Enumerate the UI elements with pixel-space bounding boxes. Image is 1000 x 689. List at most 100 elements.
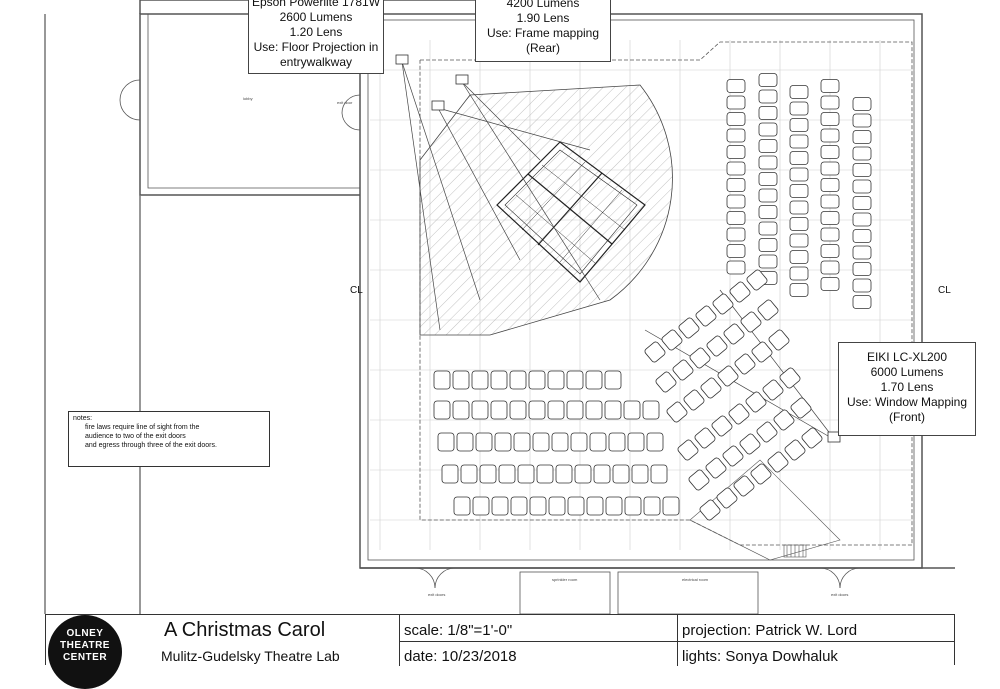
scale-label: scale: — [404, 622, 444, 639]
seat — [789, 167, 809, 182]
seat — [726, 211, 746, 225]
seat — [604, 370, 622, 390]
seat — [677, 439, 699, 461]
label-exit-door: exit door — [337, 100, 353, 105]
seat — [773, 409, 795, 431]
seat — [801, 427, 823, 449]
seat — [585, 370, 603, 390]
seat — [456, 432, 474, 452]
seat — [726, 145, 746, 159]
seat — [767, 451, 789, 473]
seat — [624, 496, 642, 516]
label-sprinkler-room: sprinkler room — [552, 577, 578, 582]
seat — [433, 370, 451, 390]
seat — [586, 496, 604, 516]
seat — [820, 244, 840, 258]
seat — [745, 391, 767, 413]
seat — [820, 145, 840, 159]
seat — [666, 401, 688, 423]
seat — [757, 299, 779, 321]
seat — [509, 370, 527, 390]
seat — [694, 427, 716, 449]
seat — [852, 179, 872, 194]
seat — [441, 464, 459, 484]
seat — [688, 469, 710, 491]
logo-line: CENTER — [62, 652, 108, 663]
seat — [712, 293, 734, 315]
label-electrical-room: electrical room — [682, 577, 709, 582]
seat — [555, 464, 573, 484]
seat — [789, 101, 809, 116]
seat — [631, 464, 649, 484]
seat — [789, 85, 809, 99]
callout-line: 2600 Lumens — [279, 10, 353, 24]
seat — [820, 211, 840, 225]
seat — [726, 161, 746, 176]
label-exit-doors-left: exit doors — [428, 592, 446, 597]
notes-line: fire laws require line of sight from the — [85, 424, 200, 431]
seat — [758, 73, 778, 87]
seat — [662, 496, 680, 516]
stage-boundary — [419, 41, 913, 546]
seat — [852, 262, 872, 276]
seat — [646, 432, 664, 452]
seat — [728, 403, 750, 425]
seat — [678, 317, 700, 339]
seat — [729, 281, 751, 303]
callout-line: Use: Window Mapping — [846, 395, 968, 409]
seat — [612, 464, 630, 484]
seat — [726, 194, 746, 209]
seat — [756, 421, 778, 443]
seat — [453, 496, 471, 516]
seat — [661, 329, 683, 351]
seat — [642, 400, 660, 420]
seat — [548, 496, 566, 516]
seat — [509, 400, 527, 420]
olney-theatre-logo: OLNEY THEATRE CENTER — [48, 615, 122, 689]
seat — [746, 269, 768, 291]
seat — [672, 359, 694, 381]
seat — [852, 163, 872, 177]
title-block-scale-cell: scale: 1/8"=1'-0" date: 10/23/2018 — [400, 615, 678, 666]
centerline-left: CL — [350, 285, 363, 296]
seat — [852, 212, 872, 227]
seat — [820, 277, 840, 291]
seat — [790, 397, 812, 419]
seat — [820, 260, 840, 275]
title-block-credits-cell: projection: Patrick W. Lord lights: Sony… — [678, 615, 954, 666]
seat — [740, 311, 762, 333]
seat — [452, 370, 470, 390]
seat — [475, 432, 493, 452]
callout-line: 6000 Lumens — [870, 365, 944, 379]
seat — [726, 244, 746, 258]
seat — [758, 106, 778, 120]
title-block: A Christmas Carol Mulitz-Gudelsky Theatr… — [45, 614, 955, 666]
seat — [528, 370, 546, 390]
seat — [623, 400, 641, 420]
seat — [437, 432, 455, 452]
seat — [471, 370, 489, 390]
seat — [820, 178, 840, 192]
seat — [789, 233, 809, 248]
callout-line: EIKI LC-XL200 — [866, 350, 948, 364]
projector-icons — [395, 54, 841, 443]
seat — [784, 439, 806, 461]
seat — [726, 95, 746, 110]
seat — [758, 188, 778, 203]
seat — [852, 295, 872, 309]
callout-line: (Rear) — [525, 41, 560, 55]
callout-line: 1.70 Lens — [880, 380, 934, 394]
seat — [789, 266, 809, 281]
seat — [852, 245, 872, 260]
notes-line: and egress through three of the exit doo… — [85, 442, 217, 449]
seat — [758, 221, 778, 236]
seat — [567, 496, 585, 516]
seat — [789, 184, 809, 198]
seat — [498, 464, 516, 484]
seat — [528, 400, 546, 420]
seat — [490, 370, 508, 390]
seat — [726, 178, 746, 192]
seat — [726, 79, 746, 93]
seat — [758, 238, 778, 252]
callout-floor-projector: Epson Powerlite 1781W 2600 Lumens 1.20 L… — [248, 0, 384, 74]
